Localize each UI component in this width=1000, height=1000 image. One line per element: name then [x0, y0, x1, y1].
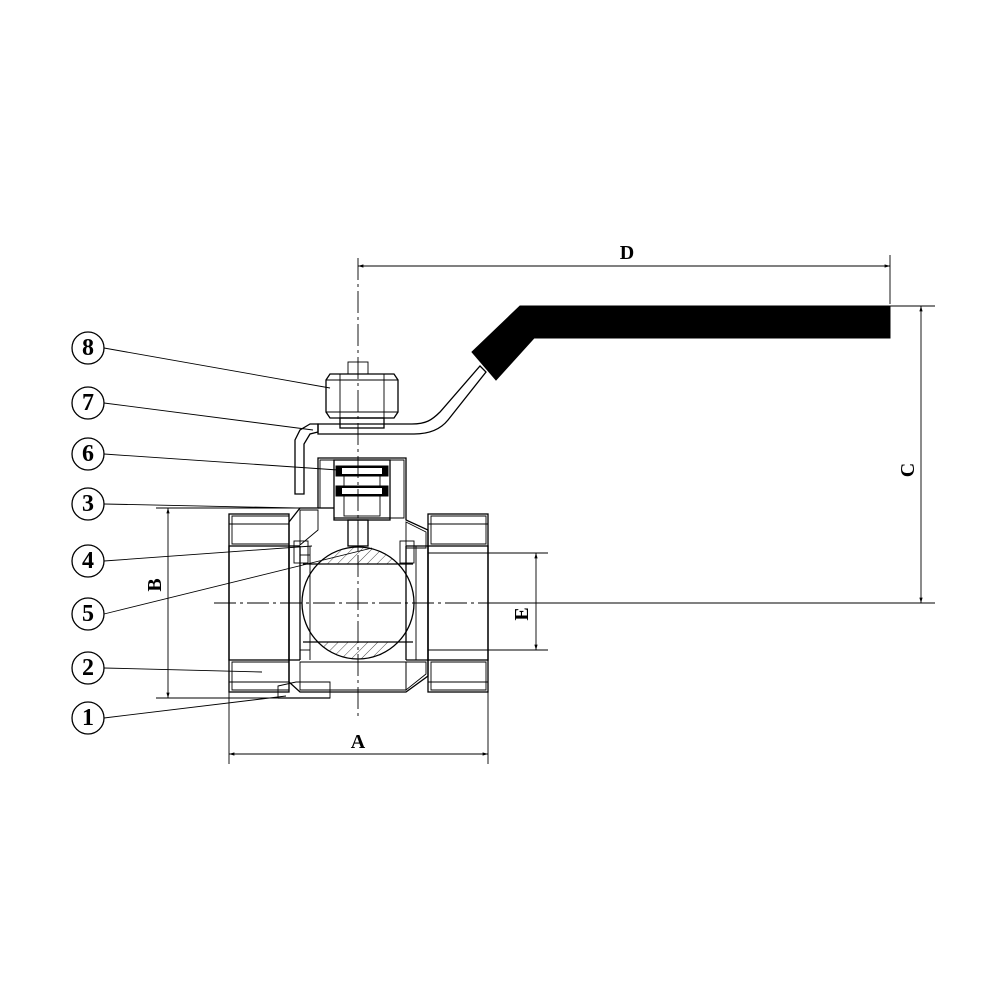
callout-number: 4	[82, 548, 94, 574]
center-lines	[214, 258, 500, 720]
callout-number: 1	[82, 705, 94, 731]
callout-number: 8	[82, 335, 94, 361]
callout-7: 7	[71, 386, 105, 420]
callout-number: 6	[82, 441, 94, 467]
callout-number: 5	[82, 601, 94, 627]
callout-2: 2	[71, 651, 105, 685]
stem-nut	[325, 361, 399, 429]
callout-4: 4	[71, 544, 105, 578]
callout-number: 2	[82, 655, 94, 681]
dimension-label-D: D	[620, 242, 634, 264]
dimension-label-A: A	[351, 731, 366, 753]
callout-leaders	[103, 347, 373, 719]
callout-1: 1	[71, 701, 105, 735]
handle-grip	[471, 305, 891, 381]
body-bottom-detail	[277, 681, 331, 699]
dimension-label-C: C	[897, 463, 919, 477]
callout-number: 3	[82, 491, 94, 517]
dimension-C: C	[500, 305, 935, 604]
dimension-E: E	[428, 552, 548, 651]
dimension-D: D	[358, 242, 891, 304]
callout-5: 5	[71, 597, 105, 631]
stem-assembly	[318, 459, 391, 548]
callout-3: 3	[71, 487, 105, 521]
callout-number: 7	[82, 390, 94, 416]
lever-handle	[294, 305, 891, 495]
dimension-A: A	[228, 692, 489, 764]
callout-6: 6	[71, 437, 105, 471]
dimension-label-B: B	[144, 578, 166, 591]
dimension-label-E: E	[511, 607, 533, 620]
callout-8: 8	[71, 331, 105, 365]
ball	[293, 540, 415, 660]
